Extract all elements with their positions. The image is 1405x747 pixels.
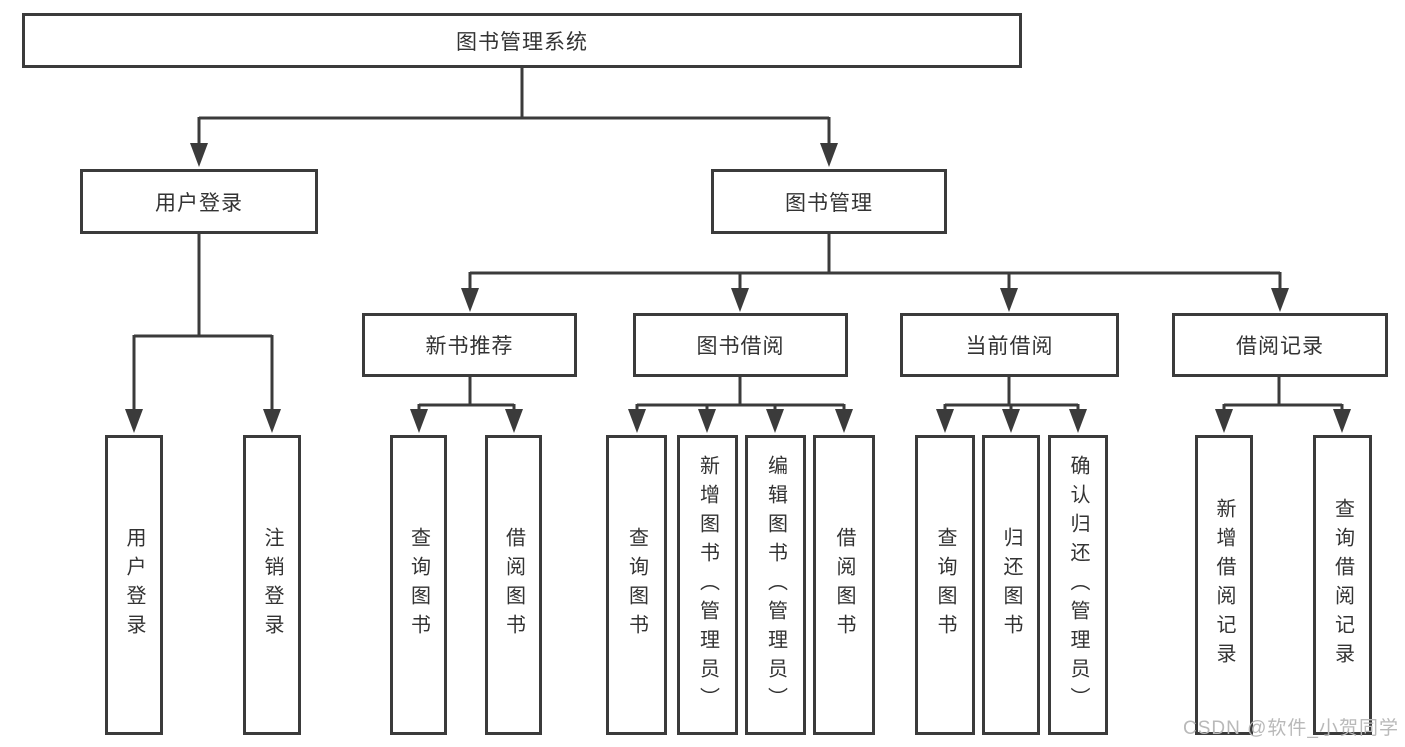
node-borrow-records-label: 借阅记录 [1236, 335, 1324, 358]
node-bb-borrow-books-label: 借阅图书 [833, 527, 855, 643]
node-new-book-recommend: 新书推荐 [362, 313, 577, 377]
arrowhead-icon [263, 409, 281, 433]
node-br-query-record-label: 查询借阅记录 [1331, 498, 1354, 672]
arrowhead-icon [835, 409, 853, 433]
node-root-label: 图书管理系统 [456, 30, 588, 54]
edges-current-borrow [936, 376, 1087, 433]
node-bb-add-books-admin: 新增图书（管理员） [677, 435, 738, 735]
arrowhead-icon [731, 288, 749, 312]
node-cb-query-books: 查询图书 [915, 435, 975, 735]
node-book-borrow-label: 图书借阅 [696, 335, 785, 358]
arrowhead-icon [410, 409, 428, 433]
node-bb-borrow-books: 借阅图书 [813, 435, 875, 735]
node-borrow-records: 借阅记录 [1172, 313, 1388, 377]
node-user-login-action-label: 用户登录 [123, 527, 145, 643]
arrowhead-icon [628, 409, 646, 433]
node-root: 图书管理系统 [22, 13, 1022, 68]
arrowhead-icon [1271, 288, 1289, 312]
node-cb-confirm-return-admin: 确认归还（管理员） [1048, 435, 1108, 735]
node-cb-query-books-label: 查询图书 [934, 527, 956, 643]
arrowhead-icon [125, 409, 143, 433]
node-nb-query-books-label: 查询图书 [407, 527, 430, 643]
node-bb-edit-books-admin-label: 编辑图书（管理员） [764, 454, 787, 716]
node-br-add-record: 新增借阅记录 [1195, 435, 1253, 735]
node-current-borrow-label: 当前借阅 [965, 335, 1054, 358]
node-user-login-action: 用户登录 [105, 435, 163, 735]
node-nb-query-books: 查询图书 [390, 435, 447, 735]
node-br-query-record: 查询借阅记录 [1313, 435, 1372, 735]
arrowhead-icon [766, 409, 784, 433]
node-book-management-label: 图书管理 [785, 191, 873, 215]
node-bb-query-books: 查询图书 [606, 435, 667, 735]
edges-book-management [461, 234, 1289, 312]
edges-borrow-records [1215, 377, 1351, 433]
node-cb-return-books: 归还图书 [982, 435, 1040, 735]
node-nb-borrow-books: 借阅图书 [485, 435, 542, 735]
arrowhead-icon [820, 143, 838, 167]
node-new-book-recommend-label: 新书推荐 [425, 335, 514, 358]
arrowhead-icon [1000, 288, 1018, 312]
node-nb-borrow-books-label: 借阅图书 [502, 527, 525, 643]
edges-book-borrow [628, 377, 853, 433]
node-cb-return-books-label: 归还图书 [1000, 527, 1022, 643]
node-cb-confirm-return-admin-label: 确认归还（管理员） [1067, 454, 1089, 716]
edges-root [190, 68, 838, 167]
node-book-management: 图书管理 [711, 169, 947, 234]
node-book-borrow: 图书借阅 [633, 313, 848, 377]
arrowhead-icon [1215, 409, 1233, 433]
arrowhead-icon [1002, 409, 1020, 433]
arrowhead-icon [936, 409, 954, 433]
arrowhead-icon [1333, 409, 1351, 433]
arrowhead-icon [461, 288, 479, 312]
node-user-login-label: 用户登录 [155, 191, 243, 215]
node-br-add-record-label: 新增借阅记录 [1213, 498, 1235, 672]
edges-user-login [125, 234, 281, 433]
node-user-login: 用户登录 [80, 169, 318, 234]
node-logout-label: 注销登录 [261, 527, 283, 643]
node-bb-add-books-admin-label: 新增图书（管理员） [696, 454, 719, 716]
arrowhead-icon [190, 143, 208, 167]
arrowhead-icon [698, 409, 716, 433]
arrowhead-icon [505, 409, 523, 433]
node-logout: 注销登录 [243, 435, 301, 735]
node-bb-edit-books-admin: 编辑图书（管理员） [745, 435, 806, 735]
node-current-borrow: 当前借阅 [900, 313, 1119, 377]
node-bb-query-books-label: 查询图书 [625, 527, 648, 643]
watermark: CSDN @软件_小贺同学 [1183, 718, 1399, 739]
arrowhead-icon [1069, 409, 1087, 433]
edges-new-book-recommend [410, 377, 523, 433]
